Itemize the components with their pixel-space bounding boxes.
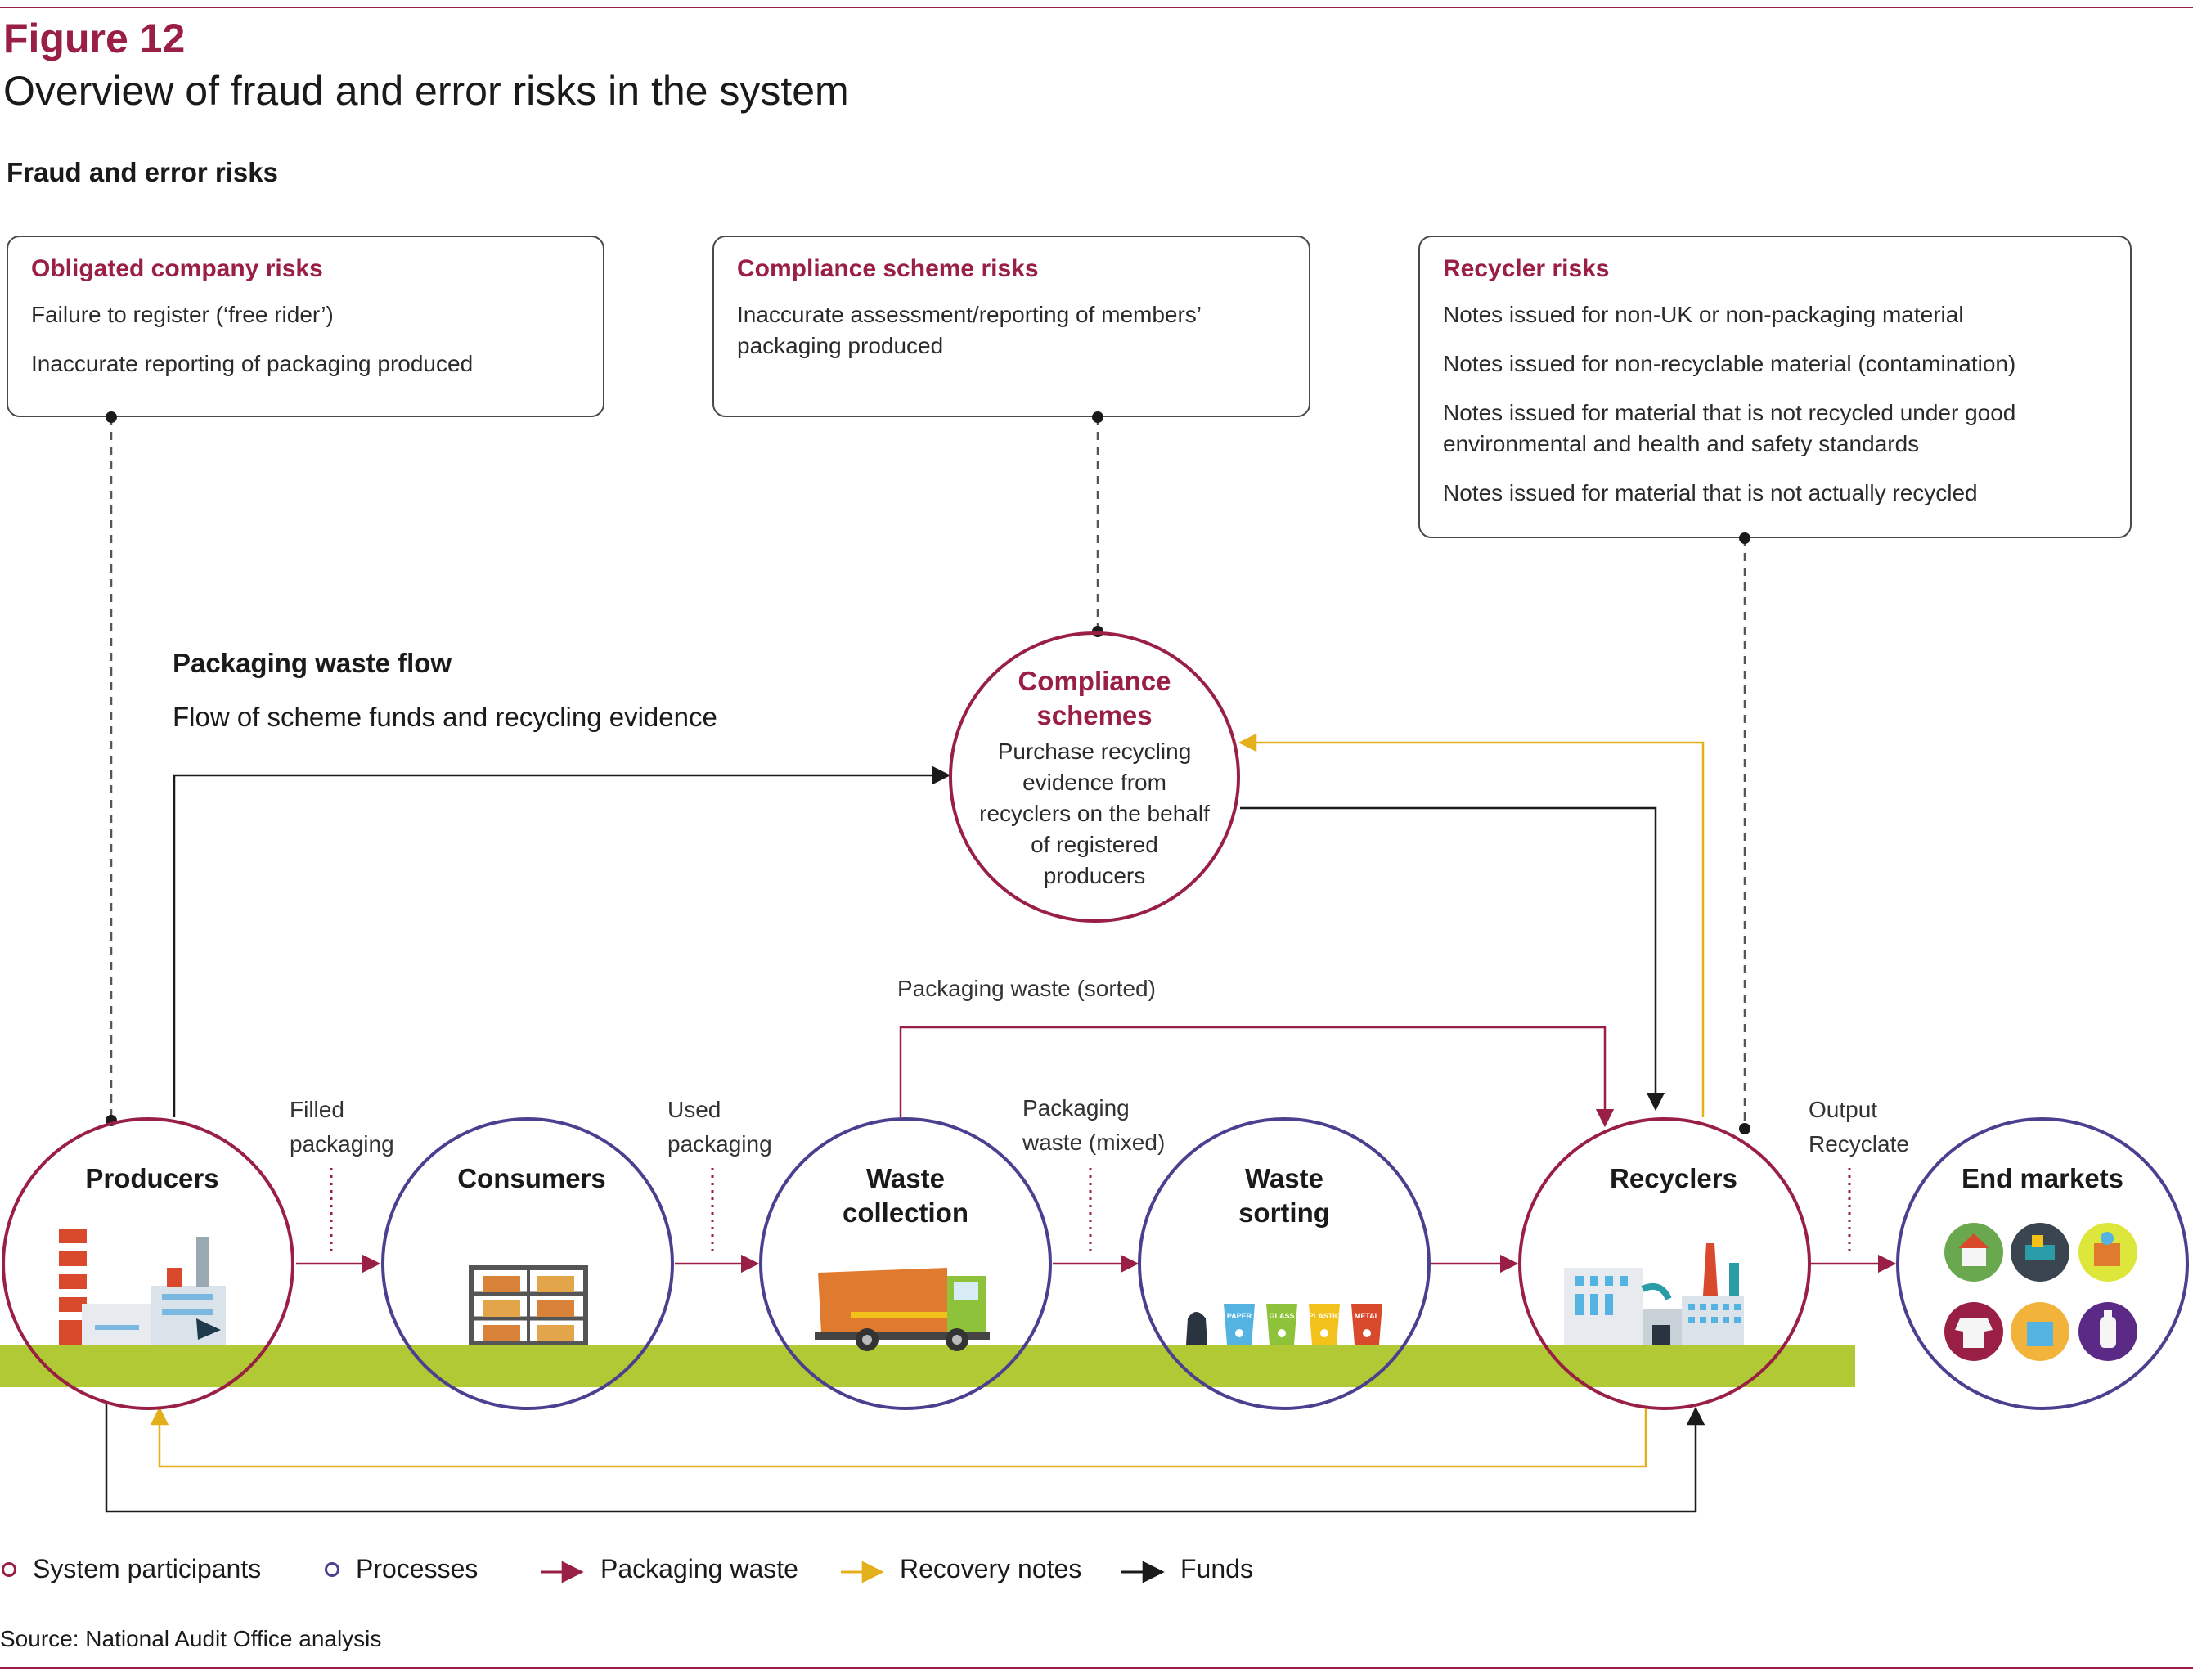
- risk-item: Failure to register (‘free rider’): [31, 302, 334, 327]
- consumers-label: Consumers: [457, 1163, 606, 1193]
- compliance-schemes-description: Purchase recycling evidence from recycle…: [979, 739, 1210, 888]
- figure-title: Overview of fraud and error risks in the…: [3, 68, 849, 114]
- obligated-company-risks-box: Obligated company risks Failure to regis…: [7, 236, 604, 417]
- consumers-node: [381, 1117, 674, 1410]
- risk-item: Inaccurate assessment/reporting of membe…: [737, 302, 1201, 358]
- legend-recovery-notes: Recovery notes: [900, 1554, 1081, 1584]
- recycler-risks-title: Recycler risks: [1443, 255, 1610, 282]
- recyclers-label: Recyclers: [1610, 1163, 1737, 1193]
- bottom-rule: [0, 1667, 2193, 1669]
- risks-heading: Fraud and error risks: [7, 157, 278, 187]
- risk-item: Inaccurate reporting of packaging produc…: [31, 351, 474, 376]
- legend-label: Packaging waste: [600, 1554, 798, 1583]
- figure-label: Figure 12: [3, 16, 186, 61]
- legend-label: System participants: [33, 1554, 262, 1583]
- compliance-schemes-node: [949, 631, 1240, 923]
- waste-collection-label: Waste collection: [842, 1163, 969, 1228]
- legend-label: Funds: [1180, 1554, 1253, 1583]
- end-markets-label: End markets: [1961, 1163, 2124, 1193]
- compliance-risks-title: Compliance scheme risks: [737, 255, 1039, 282]
- top-rule: [0, 7, 2193, 8]
- producers-label: Producers: [85, 1163, 219, 1193]
- risk-item: Notes issued for non-UK or non-packaging…: [1443, 302, 1964, 327]
- source-note: Source: National Audit Office analysis: [0, 1626, 382, 1651]
- producers-node: [2, 1117, 294, 1410]
- legend-participant-dot: [2, 1561, 16, 1577]
- legend-processes: Processes: [325, 1554, 478, 1584]
- flow-heading: Packaging waste flow: [173, 648, 452, 678]
- legend-label: Recovery notes: [900, 1554, 1082, 1583]
- waste-collection-node: [759, 1117, 1052, 1410]
- packaging-waste-mixed-label: Packaging waste (mixed): [1022, 1095, 1166, 1155]
- risk-item: Notes issued for material that is not ac…: [1443, 480, 1978, 505]
- compliance-scheme-risks-box: Compliance scheme risks Inaccurate asses…: [712, 236, 1310, 417]
- risk-item: Notes issued for non-recyclable material…: [1443, 351, 2016, 376]
- legend-funds: Funds: [1180, 1554, 1253, 1584]
- legend-process-dot: [325, 1561, 339, 1577]
- packaging-waste-sorted-label: Packaging waste (sorted): [897, 976, 1156, 1001]
- filled-packaging-label: Filled packaging: [290, 1097, 394, 1157]
- risk-item: Notes issued for material that is not re…: [1443, 400, 2016, 456]
- recycler-risks-box: Recycler risks Notes issued for non-UK o…: [1418, 236, 2132, 538]
- flow-subheading: Flow of scheme funds and recycling evide…: [173, 702, 717, 732]
- output-recyclate-label: Output Recyclate: [1809, 1097, 1909, 1157]
- end-markets-node: [1896, 1117, 2189, 1410]
- recyclers-node: [1518, 1117, 1811, 1410]
- waste-sorting-label: Waste sorting: [1238, 1163, 1330, 1228]
- waste-sorting-node: [1138, 1117, 1431, 1410]
- used-packaging-label: Used packaging: [667, 1097, 772, 1157]
- legend-system-participants: System participants: [2, 1554, 261, 1584]
- legend-packaging-waste: Packaging waste: [600, 1554, 798, 1584]
- compliance-schemes-title: Compliance schemes: [1018, 666, 1171, 730]
- obligated-risks-title: Obligated company risks: [31, 255, 323, 282]
- legend-label: Processes: [356, 1554, 479, 1583]
